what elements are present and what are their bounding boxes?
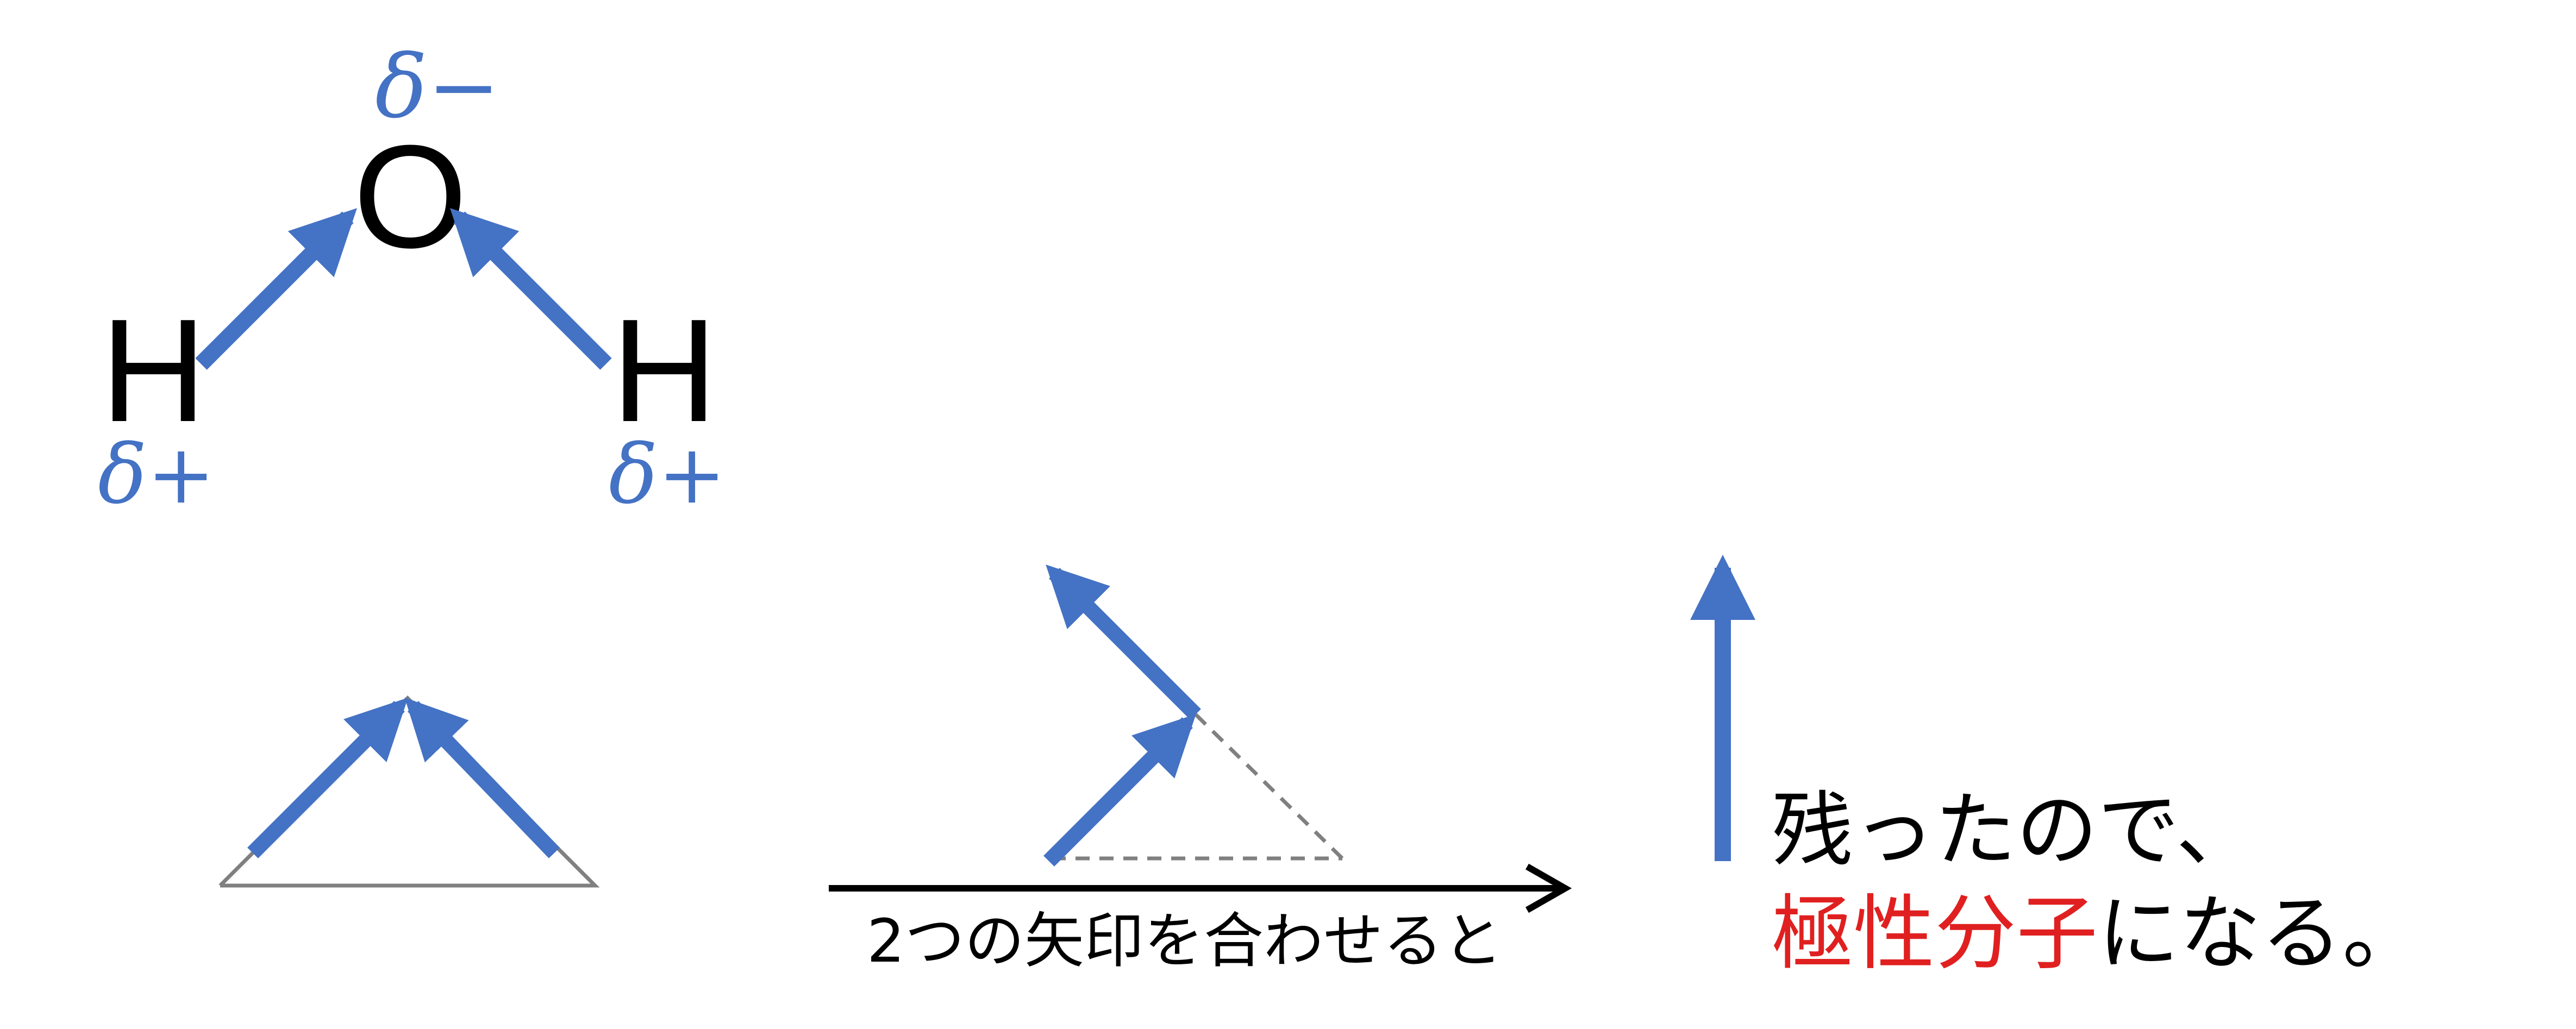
hydrogen-right-charge-label: δ+	[609, 428, 726, 522]
process-arrow-group: 2つの矢印を合わせると	[829, 863, 1572, 976]
conclusion-line-1: 残ったので、	[1772, 783, 2258, 878]
polar-molecule-highlight: 極性分子	[1772, 887, 2098, 981]
second-vector-arrow	[1046, 564, 1201, 720]
oxygen-charge-label: δ−	[375, 36, 500, 137]
dipole-arrow-right-on-triangle	[404, 697, 560, 858]
oxygen-atom: O	[353, 115, 467, 279]
dipole-pair-triangle	[218, 695, 600, 888]
conclusion-text: 残ったので、 極性分子になる。	[1772, 783, 2424, 981]
hydrogen-left-charge-label: δ+	[98, 428, 215, 522]
bond-dipole-arrow-left	[195, 208, 357, 370]
vector-addition	[1043, 564, 1344, 867]
conclusion-line-2-rest: になる。	[2098, 887, 2424, 981]
water-molecule: δ− O H H δ+ δ+	[98, 36, 726, 522]
combine-caption: 2つの矢印を合わせると	[867, 906, 1503, 976]
first-vector-arrow	[1043, 714, 1196, 867]
conclusion-line-2: 極性分子になる。	[1772, 887, 2424, 981]
bond-dipole-arrow-right	[450, 208, 612, 370]
triangle-guide	[218, 695, 600, 888]
dipole-arrow-left-on-triangle	[247, 698, 408, 858]
dashed-guide-side	[1194, 713, 1344, 860]
process-arrow-head	[1525, 863, 1572, 913]
hydrogen-left-atom: H	[101, 289, 207, 453]
hydrogen-right-atom: H	[611, 289, 717, 453]
